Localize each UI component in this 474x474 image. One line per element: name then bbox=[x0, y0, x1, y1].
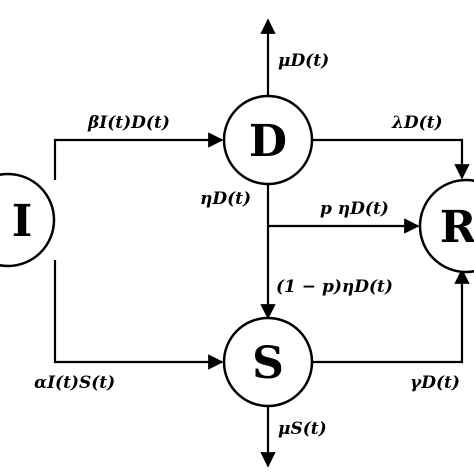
edge-d-to-r bbox=[312, 138, 470, 180]
node-i: I bbox=[0, 172, 56, 268]
edge-i-to-d bbox=[53, 132, 224, 180]
rate-infection-to-s: αI(t)S(t) bbox=[34, 373, 115, 393]
rate-s-death: μS(t) bbox=[278, 419, 327, 439]
node-s-label: S bbox=[252, 338, 284, 389]
node-s: S bbox=[222, 316, 314, 408]
node-d: D bbox=[222, 94, 314, 186]
rate-d-out: ηD(t) bbox=[200, 189, 251, 209]
rate-d-to-s: (1 − p)ηD(t) bbox=[276, 277, 393, 297]
rate-d-to-r-partial: p ηD(t) bbox=[320, 199, 389, 219]
edge-i-to-s bbox=[53, 260, 224, 370]
rate-s-to-r: γD(t) bbox=[410, 373, 460, 393]
node-d-label: D bbox=[249, 116, 287, 167]
node-i-label: I bbox=[12, 196, 33, 247]
node-r: R bbox=[418, 178, 474, 274]
edge-s-to-r bbox=[312, 268, 470, 364]
rate-infection-to-d: βI(t)D(t) bbox=[87, 113, 170, 133]
node-r-label: R bbox=[440, 202, 474, 253]
rate-d-death: μD(t) bbox=[278, 51, 329, 71]
rate-d-to-r: λD(t) bbox=[391, 113, 443, 133]
